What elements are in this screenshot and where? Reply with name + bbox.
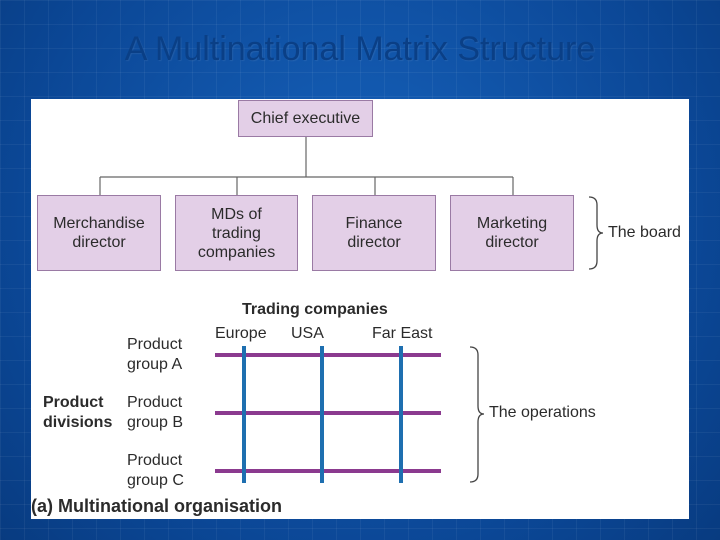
figure-caption: (a) Multinational organisation <box>31 496 282 516</box>
chief-executive-label: Chief executive <box>250 110 361 127</box>
chief-executive-box: Chief executive <box>238 100 373 137</box>
marketing-director-box: Marketing director <box>450 195 574 271</box>
region-label-usa: USA <box>291 325 324 342</box>
operations-label: The operations <box>489 404 596 421</box>
director-label: MDs of trading companies <box>197 205 276 261</box>
board-brace <box>588 196 604 270</box>
region-label-europe: Europe <box>215 325 267 342</box>
merchandise-director-box: Merchandise director <box>37 195 161 271</box>
product-group-a-label: Product group A <box>127 336 183 373</box>
trading-companies-header: Trading companies <box>242 301 388 318</box>
mds-trading-companies-box: MDs of trading companies <box>175 195 298 271</box>
director-label: Merchandise director <box>53 215 145 251</box>
product-group-b-label: Product group B <box>127 394 184 431</box>
slide-title: A Multinational Matrix Structure <box>124 30 596 68</box>
connector-lines <box>99 137 604 483</box>
diagram-panel: Chief executive Merchandise director MDs… <box>31 99 689 519</box>
product-divisions-label: Product divisions <box>43 394 113 431</box>
region-label-far-east: Far East <box>372 325 433 342</box>
director-label: Finance director <box>345 215 403 251</box>
operations-brace <box>469 346 485 483</box>
director-label: Marketing director <box>476 215 548 251</box>
finance-director-box: Finance director <box>312 195 436 271</box>
board-label: The board <box>608 224 681 241</box>
product-group-c-label: Product group C <box>127 452 184 489</box>
